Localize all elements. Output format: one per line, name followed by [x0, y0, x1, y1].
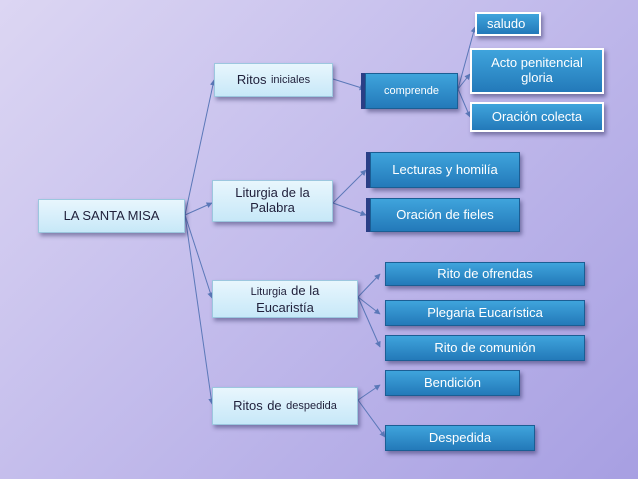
- leaf-label: Despedida: [428, 429, 492, 445]
- branch-liturgia-palabra: Liturgia de la Palabra: [212, 180, 333, 222]
- connector-root-liturgia-palabra: [184, 202, 213, 216]
- connector-root-ritos-despedida: [184, 214, 215, 405]
- leaf-despedida: Despedida: [385, 425, 535, 451]
- leaf-label: Lecturas y homilía: [392, 161, 498, 177]
- branch-label-part: iniciales: [270, 73, 311, 86]
- leaf-label: Acto penitencial gloria: [491, 55, 583, 85]
- branch-liturgia-eucaristia: Liturgia de la Eucaristía: [212, 280, 358, 318]
- root-node: LA SANTA MISA: [38, 199, 185, 233]
- branch-label-part: de la: [291, 283, 320, 299]
- leaf-oracion-fieles: Oración de fieles: [370, 198, 520, 232]
- connector-iniciales-comprende: [332, 78, 366, 91]
- branch-ritos-despedida: Ritos de despedida: [212, 387, 358, 425]
- branch-label-part: Ritos: [236, 71, 267, 87]
- leaf-label: Rito de comunión: [434, 339, 536, 355]
- leaf-label: Plegaria Eucarística: [427, 304, 543, 320]
- leaf-label: Rito de ofrendas: [437, 265, 533, 281]
- leaf-rito-ofrendas: Rito de ofrendas: [385, 262, 585, 286]
- connector-despedida-despedida: [357, 399, 386, 438]
- root-label: LA SANTA MISA: [63, 207, 160, 223]
- connector-comprende-saludo: [457, 26, 477, 90]
- connector-palabra-lecturas: [332, 169, 367, 204]
- connector-root-liturgia-eucaristia: [184, 214, 214, 299]
- branch-label-part: despedida: [286, 399, 337, 412]
- connector-eucaristia-ofrendas: [357, 273, 381, 298]
- connector-root-ritos-iniciales: [184, 79, 216, 216]
- leaf-lecturas-homilia: Lecturas y homilía: [370, 152, 520, 188]
- leaf-saludo: saludo: [475, 12, 541, 36]
- connector-comprende-acto: [457, 73, 471, 90]
- leaf-bendicion: Bendición: [385, 370, 520, 396]
- branch-label-part: Eucaristía: [256, 299, 314, 315]
- leaf-label: Oración de fieles: [396, 206, 494, 222]
- leaf-acto-penitencial: Acto penitencial gloria: [470, 48, 604, 94]
- connector-eucaristia-comunion: [357, 296, 381, 348]
- leaf-plegaria-eucaristica: Plegaria Eucarística: [385, 300, 585, 326]
- connector-despedida-bendicion: [357, 384, 381, 401]
- leaf-rito-comunion: Rito de comunión: [385, 335, 585, 361]
- branch-label-part: Ritos: [233, 397, 263, 413]
- leaf-label: Oración colecta: [491, 108, 583, 124]
- connector-comprende-colecta: [457, 88, 471, 118]
- connector-palabra-fieles: [332, 202, 367, 216]
- leaf-label: saludo: [487, 15, 526, 31]
- branch-label-part: de: [267, 397, 282, 413]
- leaf-label: Bendición: [423, 374, 482, 390]
- connector-eucaristia-plegaria: [357, 296, 381, 315]
- branch-label-part: Liturgia: [250, 286, 287, 299]
- branch-label: Liturgia de la Palabra: [235, 185, 310, 215]
- leaf-oracion-colecta: Oración colecta: [470, 102, 604, 132]
- comprende-node: comprende: [365, 73, 458, 109]
- comprende-label: comprende: [383, 84, 440, 97]
- branch-ritos-iniciales: Ritos iniciales: [214, 63, 333, 97]
